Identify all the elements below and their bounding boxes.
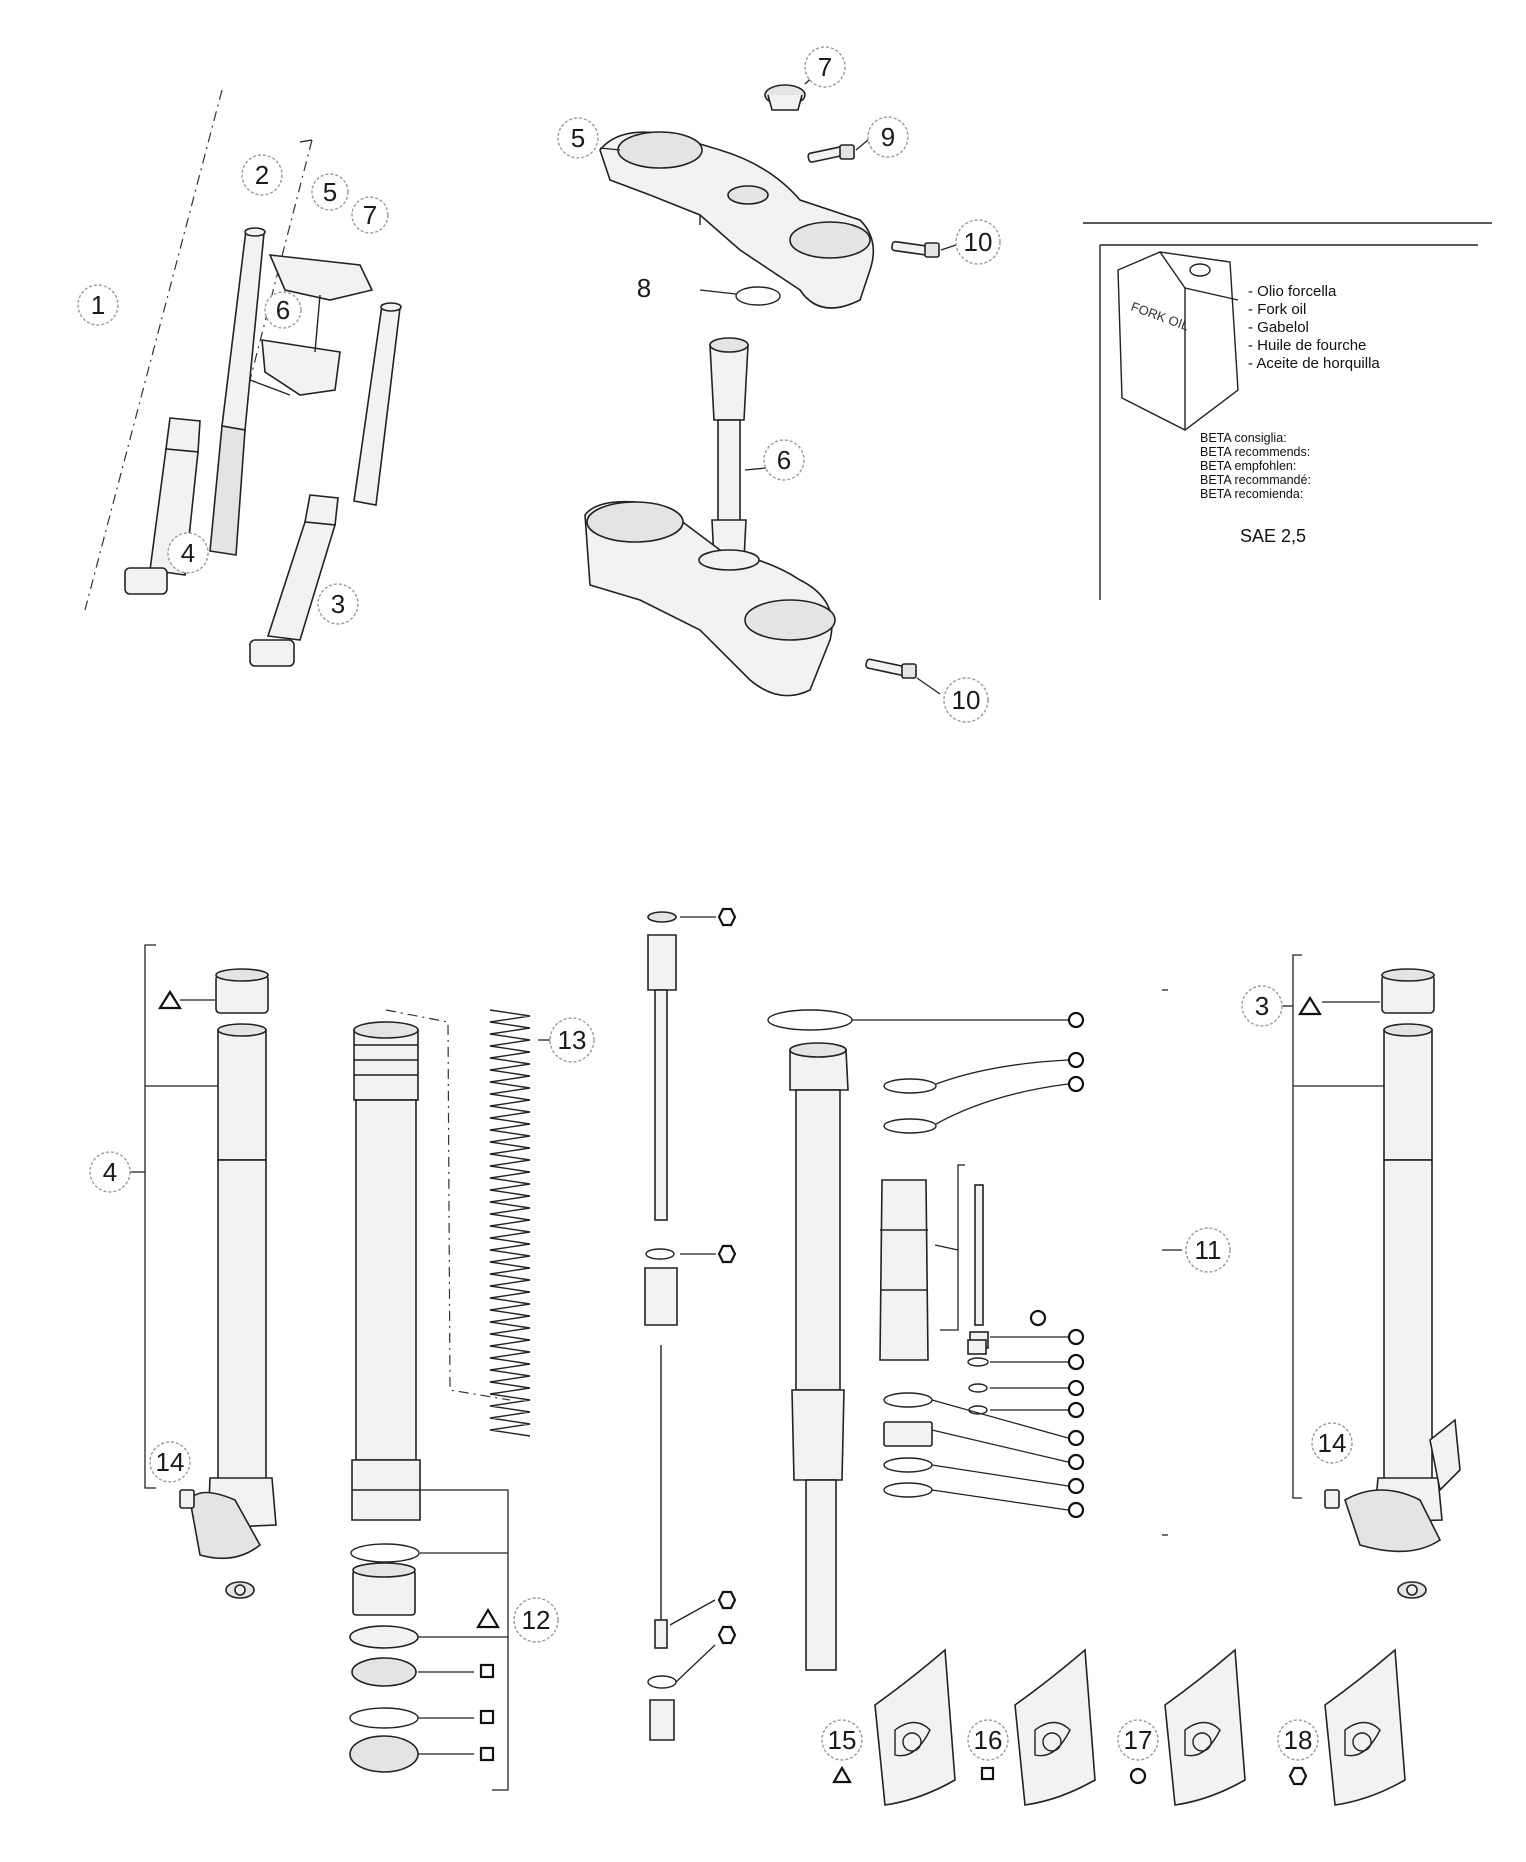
bolt-10-upper [891,240,940,258]
svg-text:14: 14 [1318,1428,1347,1458]
callout-6b: 6 [763,439,805,481]
callout-1: 1 [77,284,119,326]
recommend-en: BETA recommends: [1200,445,1310,459]
svg-text:14: 14 [156,1447,185,1477]
svg-text:13: 13 [558,1025,587,1055]
cap-7 [764,84,806,111]
callout-17: 17 [1124,1725,1153,1755]
callout-3a: 3 [317,583,359,625]
kit-bag-17: 17 [1117,1648,1246,1806]
recommend-de: BETA empfohlen: [1200,459,1296,473]
callout-15: 15 [828,1725,857,1755]
hexagon-symbol [1288,1766,1308,1786]
outer-tube-left [127,944,277,1599]
callout-7a: 7 [351,196,389,234]
svg-text:4: 4 [103,1157,117,1187]
kit-bag-16: 16 [967,1648,1096,1806]
svg-text:5: 5 [323,177,337,207]
oil-name-es: - Aceite de horquilla [1248,355,1380,372]
square-symbol [980,1766,995,1781]
svg-text:2: 2 [255,160,269,190]
inner-tube [351,1021,421,1521]
callout-7b: 7 [804,46,846,88]
svg-text:10: 10 [964,227,993,257]
svg-text:7: 7 [818,52,832,82]
recommend-fr: BETA recommandé: [1200,473,1311,487]
valve-components [879,1051,1085,1519]
damper-cartridge [767,1009,1085,1671]
svg-text:1: 1 [91,290,105,320]
callout-6a: 6 [264,291,302,329]
svg-text:3: 3 [331,589,345,619]
triangle-symbol [832,1765,852,1784]
callout-13: 13 [549,1017,595,1063]
svg-text:8: 8 [637,273,651,303]
spring-13 [489,1009,555,1437]
callout-9: 9 [867,116,909,158]
callout-10a: 10 [955,219,1001,265]
steering-stem [709,337,749,561]
seal-group [349,1489,509,1791]
bushing-triangle-right [1298,995,1380,1016]
oil-name-fr: - Huile de fourche [1248,337,1366,354]
kit-bag-18: 18 [1277,1648,1406,1806]
oil-name-de: - Gabelol [1248,319,1309,336]
svg-text:7: 7 [363,200,377,230]
oil-name-it: - Olio forcella [1248,283,1337,300]
svg-text:12: 12 [522,1605,551,1635]
recommend-es: BETA recomienda: [1200,487,1303,501]
fork-oil-panel: FORK OIL - Olio forcella - Fork oil - Ga… [1083,222,1492,600]
callout-16: 16 [974,1725,1003,1755]
callout-2: 2 [241,154,283,196]
callout-5b: 5 [557,117,599,159]
callout-12: 12 [513,1597,559,1643]
callout-3b: 3 [1241,985,1283,1027]
callout-4b: 4 [89,1151,131,1193]
fork-assembly-overview [84,89,402,667]
oil-can-label: FORK OIL [1129,299,1191,334]
outer-tube-right [1282,954,1461,1599]
bushing-triangle-left [158,989,215,1010]
callout-14b: 14 [1311,1422,1353,1464]
upper-triple-clamp [599,131,875,309]
oil-grade: SAE 2,5 [1240,526,1306,546]
kit-bag-15: 15 [821,1648,956,1806]
recommend-it: BETA consiglia: [1200,431,1287,445]
svg-text:3: 3 [1255,991,1269,1021]
svg-text:4: 4 [181,538,195,568]
svg-text:6: 6 [777,445,791,475]
callout-5a: 5 [311,173,349,211]
svg-text:5: 5 [571,123,585,153]
callout-18: 18 [1284,1725,1313,1755]
svg-text:6: 6 [276,295,290,325]
svg-text:9: 9 [881,122,895,152]
cartridge-rod [644,907,737,1741]
callout-10b: 10 [943,677,989,723]
callout-14a: 14 [149,1441,191,1483]
callout-8: 8 [637,273,651,303]
callout-4a: 4 [167,532,209,574]
oil-name-en: - Fork oil [1248,301,1306,318]
o-ring-8 [735,286,781,306]
callout-11: 11 [1185,1227,1231,1273]
svg-text:11: 11 [1195,1235,1222,1265]
oil-can-icon: FORK OIL [1117,251,1239,431]
svg-text:10: 10 [952,685,981,715]
bolt-10-lower [865,658,917,679]
bolt-9 [807,144,855,163]
lower-triple-clamp [584,500,836,697]
circle-symbol [1129,1767,1147,1785]
